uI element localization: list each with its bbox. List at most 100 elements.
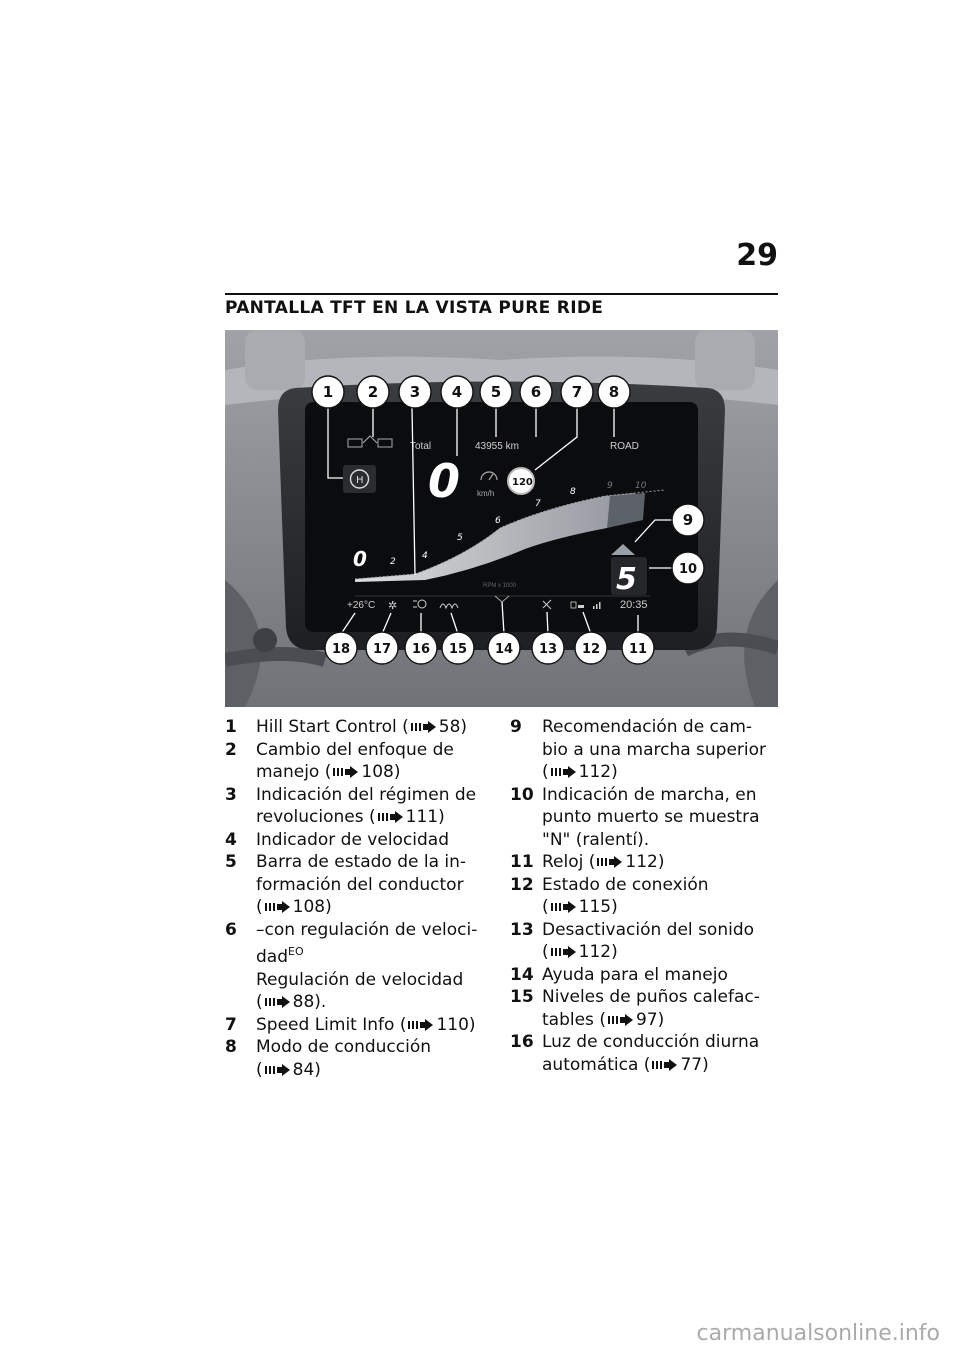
legend-item-text: Ayuda para el manejo bbox=[542, 964, 728, 985]
upshift-recommendation-icon bbox=[611, 544, 635, 555]
page-reference-icon bbox=[550, 946, 576, 958]
callout-5: 5 bbox=[479, 375, 513, 409]
svg-text:17: 17 bbox=[373, 642, 391, 657]
page-reference: (88). bbox=[256, 992, 327, 1012]
riding-focus-icon bbox=[347, 435, 393, 448]
callout-6: 6 bbox=[519, 375, 553, 409]
page-reference: (108) bbox=[324, 762, 401, 782]
legend-item-number: 13 bbox=[510, 919, 534, 940]
header-rule bbox=[225, 293, 778, 295]
legend-item-text: Speed Limit Info (110) bbox=[256, 1014, 476, 1035]
legend-item-number: 11 bbox=[510, 852, 534, 872]
rpm-scale-label: RPM x 1000 bbox=[483, 583, 517, 589]
page-reference-icon bbox=[550, 901, 576, 913]
page-reference: (112) bbox=[542, 942, 618, 962]
rpm-tick-8: 8 bbox=[570, 487, 576, 497]
legend-item-text: Barra de estado de la in-formación del c… bbox=[256, 852, 467, 917]
svg-text:4: 4 bbox=[452, 383, 462, 401]
callout-7: 7 bbox=[560, 375, 594, 409]
tft-display-photo: Total 43955 km ROAD H 0 km/h 120 2 4 5 6… bbox=[225, 330, 778, 707]
callout-11: 11 bbox=[621, 631, 655, 665]
page-reference-icon bbox=[550, 766, 576, 778]
svg-text:1: 1 bbox=[323, 383, 333, 401]
callout-3: 3 bbox=[398, 375, 432, 409]
page-reference: (77) bbox=[643, 1054, 709, 1075]
callout-4: 4 bbox=[440, 375, 474, 409]
page-reference: (97) bbox=[599, 1009, 665, 1030]
legend-item-text: Indicador de velocidad bbox=[256, 829, 450, 850]
hill-start-control-icon: H bbox=[343, 465, 376, 493]
page-reference-icon bbox=[408, 1018, 434, 1031]
rpm-tick-4: 4 bbox=[422, 551, 428, 561]
svg-text:7: 7 bbox=[572, 383, 582, 401]
page-number: 29 bbox=[736, 238, 778, 273]
legend-item-number: 14 bbox=[510, 964, 534, 985]
page-reference: (110) bbox=[399, 1014, 476, 1035]
legend-item-text: Hill Start Control (58) bbox=[256, 717, 468, 737]
callout-10: 10 bbox=[671, 551, 705, 585]
page-reference: (108) bbox=[256, 897, 332, 917]
legend-item-text: Desactivación del sonido(112) bbox=[542, 919, 755, 963]
legend-item-number: 3 bbox=[225, 784, 237, 805]
mute-icon bbox=[542, 599, 552, 610]
page-reference: (58) bbox=[402, 717, 468, 737]
page-reference-icon bbox=[377, 811, 403, 823]
legend-item-text: Niveles de puños calefac-tables (97) bbox=[542, 987, 760, 1030]
svg-text:14: 14 bbox=[495, 642, 513, 657]
page-reference: (112) bbox=[542, 762, 618, 782]
rpm-tick-7: 7 bbox=[535, 499, 541, 509]
legend-item-number: 9 bbox=[510, 717, 522, 737]
rpm-bar bbox=[354, 489, 666, 582]
callout-2: 2 bbox=[356, 375, 390, 409]
svg-text:3: 3 bbox=[410, 383, 420, 401]
page-reference: (112) bbox=[588, 852, 665, 872]
callout-15: 15 bbox=[441, 631, 475, 665]
page-reference-icon bbox=[264, 901, 290, 913]
legend-item-number: 10 bbox=[510, 784, 534, 805]
page-reference-icon bbox=[410, 721, 436, 733]
daytime-riding-light-icon bbox=[413, 599, 427, 609]
legend-item-number: 15 bbox=[510, 987, 534, 1007]
page-reference: (84) bbox=[256, 1059, 321, 1080]
page-reference-icon bbox=[597, 856, 623, 868]
speed-limit-value: 120 bbox=[512, 477, 533, 488]
legend-item-text: Reloj (112) bbox=[542, 852, 665, 872]
legend-item-number: 7 bbox=[225, 1014, 237, 1035]
legend-item-15: 15 Niveles de puños calefac-tables (97) bbox=[510, 986, 778, 1031]
svg-text:9: 9 bbox=[683, 511, 693, 529]
rpm-tick-9: 9 bbox=[607, 481, 613, 491]
legend-item-number: 8 bbox=[225, 1037, 237, 1057]
odometer-value: 43955 km bbox=[475, 441, 519, 452]
legend-item-number: 16 bbox=[510, 1032, 534, 1052]
variant-superscript: EO bbox=[288, 945, 304, 958]
callouts: 1 2 3 4 5 6 7 8 9 10 11 12 13 14 15 16 1… bbox=[311, 375, 705, 665]
section-title: PANTALLA TFT EN LA VISTA PURE RIDE bbox=[225, 298, 604, 318]
callout-14: 14 bbox=[487, 631, 521, 665]
rpm-tick-6: 6 bbox=[495, 516, 501, 526]
gear-indicator: 5 bbox=[616, 562, 637, 597]
callout-9: 9 bbox=[671, 503, 705, 537]
callout-17: 17 bbox=[365, 631, 399, 665]
legend-item-4: 4 Indicador de velocidad bbox=[225, 829, 487, 852]
svg-text:18: 18 bbox=[332, 642, 350, 657]
rpm-tick-10: 10 bbox=[635, 481, 647, 491]
legend-item-text: Estado de conexión(115) bbox=[542, 874, 709, 918]
svg-text:12: 12 bbox=[582, 642, 600, 657]
speed-value: 0 bbox=[428, 454, 460, 508]
speed-limit-sign bbox=[507, 467, 535, 495]
page-reference: (115) bbox=[542, 897, 618, 917]
svg-text:13: 13 bbox=[539, 642, 557, 657]
callout-13: 13 bbox=[531, 631, 565, 665]
legend-item-number: 4 bbox=[225, 829, 237, 850]
rpm-tick-2: 2 bbox=[390, 557, 396, 567]
temperature: +26°C bbox=[347, 600, 375, 611]
